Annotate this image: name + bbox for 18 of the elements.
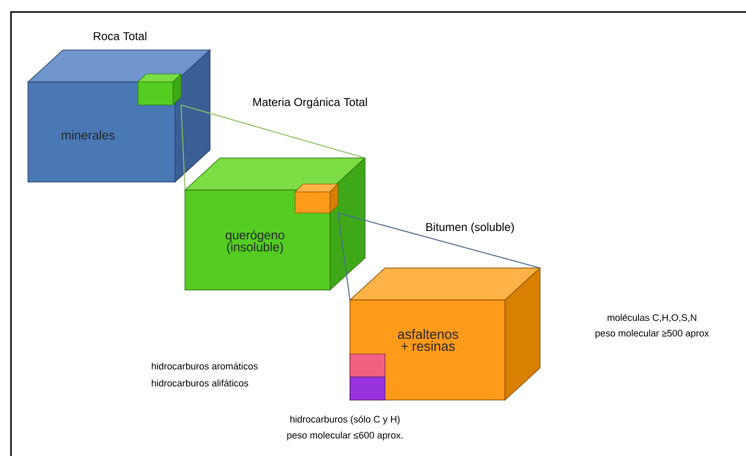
annotation: peso molecular ≥500 aprox [596,330,709,338]
connector-line [338,212,540,268]
connector-line [180,104,366,158]
cube-label: asfaltenos + resinas [398,329,458,351]
square [350,354,386,378]
heading: Materia Orgánica Total [253,98,367,108]
annotation: peso molecular ≤600 aprox. [287,432,402,440]
annotation: moléculas C,H,O,S,N [608,314,696,322]
heading: Roca Total [94,32,146,40]
cube-label: querógeno (insoluble) [226,230,284,254]
connector-line [180,104,186,190]
heading: Bitumen (soluble) [426,222,514,234]
annotation: hidrocarburos (sólo C y H) [290,416,400,424]
square [350,376,386,400]
cube-label: minerales [62,130,115,140]
annotation: hidrocarburos aromáticos [152,362,258,370]
connector-line [338,212,350,300]
annotation: hidrocarburos alifáticos [152,379,248,387]
